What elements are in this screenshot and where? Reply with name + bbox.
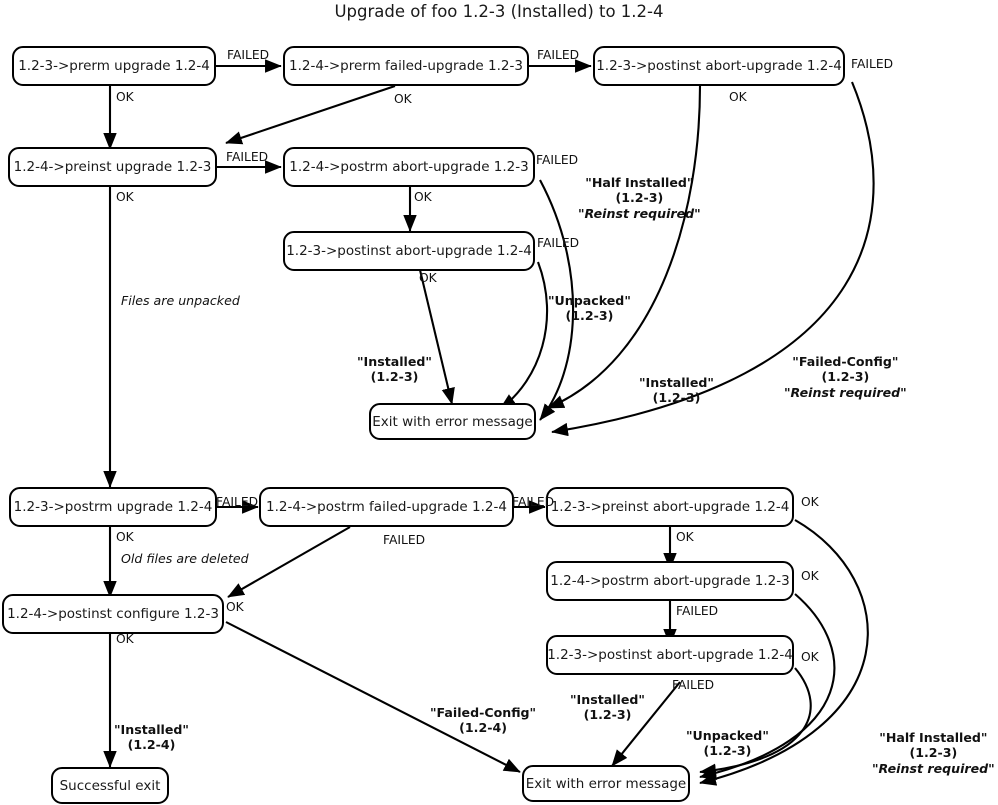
node-exit-error-bottom[interactable]: Exit with error message [522,765,690,802]
node-preinst-upgrade[interactable]: 1.2-4->preinst upgrade 1.2-3 [8,147,217,187]
state-label-failed-config-top: "Failed-Config" (1.2-3) "Reinst required… [784,354,907,400]
node-label: 1.2-4->postrm abort-upgrade 1.2-3 [550,573,790,589]
node-label: 1.2-4->postinst configure 1.2-3 [7,606,219,622]
edge-label-failed: FAILED [537,48,580,62]
node-postinst-abort-upgrade-bottom[interactable]: 1.2-3->postinst abort-upgrade 1.2-4 [546,635,794,675]
edge-label-ok: OK [729,90,747,104]
node-label: 1.2-3->postinst abort-upgrade 1.2-4 [596,58,842,74]
edge-label-ok: OK [676,530,694,544]
edge-label-ok: FAILED [676,604,719,618]
node-label: Exit with error message [525,775,687,792]
state-label-half-installed-top: "Half Installed" (1.2-3) "Reinst require… [578,175,701,221]
state-line-1: "Failed-Config" [792,354,899,369]
edge-label-failed: OK [226,600,244,614]
state-label-half-installed-bottom: "Half Installed" (1.2-3) "Reinst require… [872,730,995,776]
state-line-1: "Installed" [357,354,432,369]
edge-label-failed: OK [801,569,819,583]
state-line-3: "Reinst required" [578,205,701,221]
node-label: 1.2-3->preinst abort-upgrade 1.2-4 [550,499,790,515]
state-label-failed-config-bottom: "Failed-Config" (1.2-4) [430,705,536,736]
state-line-1: "Unpacked" [548,293,631,308]
state-line-2: (1.2-3) [909,745,958,761]
state-line-1: "Failed-Config" [430,705,537,720]
state-line-2: (1.2-4) [459,720,507,736]
state-line-1: "Installed" [114,722,189,737]
state-line-3: "Reinst required" [784,384,907,400]
edge-label-ok: OK [116,90,134,104]
state-line-1: "Half Installed" [879,730,988,745]
node-label: Exit with error message [372,413,533,430]
state-line-2: (1.2-3) [703,743,752,759]
node-label: 1.2-4->prerm failed-upgrade 1.2-3 [289,58,523,74]
edge-label-failed: FAILED [216,495,259,509]
state-line-1: "Half Installed" [585,175,694,190]
node-prerm-upgrade[interactable]: 1.2-3->prerm upgrade 1.2-4 [12,46,216,86]
node-label: 1.2-3->postinst abort-upgrade 1.2-4 [286,243,532,259]
node-label: 1.2-3->postinst abort-upgrade 1.2-4 [547,647,793,663]
note-files-unpacked: Files are unpacked [121,293,240,308]
node-successful-exit[interactable]: Successful exit [51,767,169,804]
edge-label-ok: OK [394,92,412,106]
node-label: 1.2-4->postrm failed-upgrade 1.2-4 [266,499,507,515]
state-label-unpacked-bottom: "Unpacked" (1.2-3) [686,728,769,759]
node-postinst-abort-upgrade-mid[interactable]: 1.2-3->postinst abort-upgrade 1.2-4 [283,231,535,271]
node-label: 1.2-4->postrm abort-upgrade 1.2-3 [289,159,529,175]
state-line-2: (1.2-3) [583,707,632,723]
edge-label-failed: FAILED [512,495,555,509]
node-postrm-upgrade[interactable]: 1.2-3->postrm upgrade 1.2-4 [9,487,217,527]
state-line-3: "Reinst required" [872,760,995,776]
node-postrm-abort-upgrade-mid[interactable]: 1.2-4->postrm abort-upgrade 1.2-3 [283,147,535,187]
edge-label-ok: OK [419,271,437,285]
node-label: 1.2-3->postrm upgrade 1.2-4 [13,499,213,515]
edge-label-ok: FAILED [672,678,715,692]
state-label-installed-top-left: "Installed" (1.2-3) [357,354,432,385]
edge-paths [103,59,875,786]
node-label: Successful exit [59,777,161,794]
edge-label-failed: FAILED [226,150,269,164]
state-label-installed-top-right: "Installed" (1.2-3) [639,375,714,406]
state-label-unpacked-top: "Unpacked" (1.2-3) [548,293,631,324]
state-line-2: (1.2-3) [565,308,614,324]
node-postrm-failed-upgrade[interactable]: 1.2-4->postrm failed-upgrade 1.2-4 [259,487,514,527]
node-postrm-abort-upgrade-bottom[interactable]: 1.2-4->postrm abort-upgrade 1.2-3 [546,561,794,601]
state-line-1: "Unpacked" [686,728,769,743]
state-line-2: (1.2-3) [615,190,664,206]
node-preinst-abort-upgrade[interactable]: 1.2-3->preinst abort-upgrade 1.2-4 [546,487,794,527]
node-postinst-abort-upgrade-top[interactable]: 1.2-3->postinst abort-upgrade 1.2-4 [593,46,845,86]
state-line-1: "Installed" [570,692,645,707]
state-line-2: (1.2-3) [652,390,701,406]
state-line-2: (1.2-3) [821,369,870,385]
edge-label-ok: OK [116,190,134,204]
node-exit-error-top[interactable]: Exit with error message [369,403,536,440]
edge-label-failed: FAILED [851,57,894,71]
edge-label-failed: OK [801,495,819,509]
page-title: Upgrade of foo 1.2-3 (Installed) to 1.2-… [334,2,664,21]
node-label: 1.2-4->preinst upgrade 1.2-3 [13,159,212,175]
note-old-files-deleted: Old files are deleted [121,551,249,566]
edge-label-failed: FAILED [536,153,579,167]
edge-label-failed: FAILED [227,48,270,62]
node-postinst-configure[interactable]: 1.2-4->postinst configure 1.2-3 [2,594,224,634]
state-line-1: "Installed" [639,375,714,390]
edge-label-ok: OK [116,530,134,544]
state-line-2: (1.2-4) [127,737,176,753]
edge-label-ok: OK [414,190,432,204]
edge-label-failed: FAILED [537,236,580,250]
state-label-installed-bottom: "Installed" (1.2-3) [570,692,645,723]
node-label: 1.2-3->prerm upgrade 1.2-4 [18,58,210,74]
state-label-installed-success: "Installed" (1.2-4) [114,722,189,753]
edge-label-ok: FAILED [383,533,426,547]
node-prerm-failed-upgrade[interactable]: 1.2-4->prerm failed-upgrade 1.2-3 [283,46,529,86]
state-line-2: (1.2-3) [370,369,419,385]
edge-label-failed: OK [801,650,819,664]
edge-label-ok: OK [116,632,134,646]
